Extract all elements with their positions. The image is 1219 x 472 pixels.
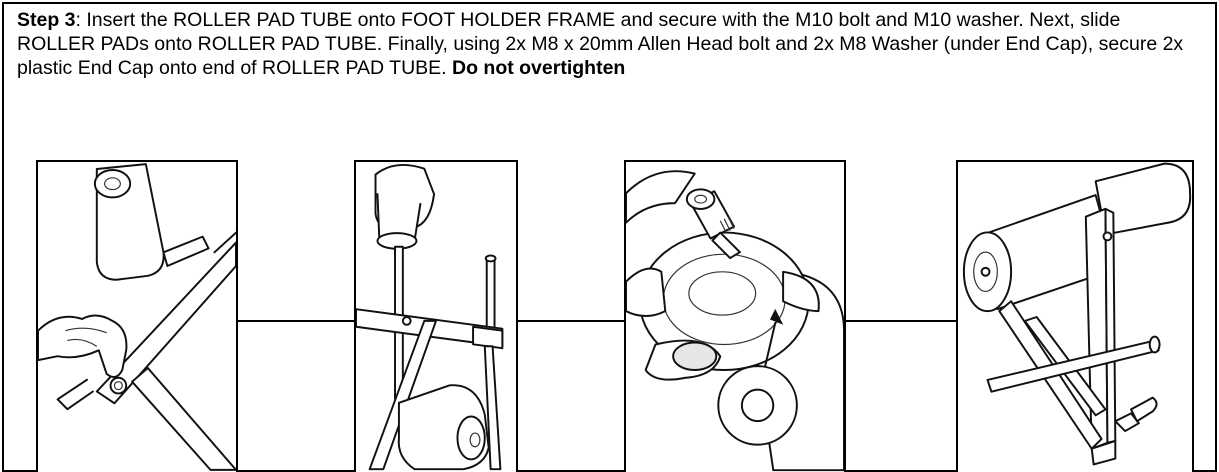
step-instruction: Step 3: Insert the ROLLER PAD TUBE onto …: [17, 8, 1197, 80]
warning-text: Do not overtighten: [452, 57, 626, 79]
connector-line-1: [236, 320, 356, 322]
slide-roller-pad-illustration: [356, 163, 504, 471]
assembled-roller-pad-illustration: [962, 162, 1192, 466]
illustration-panel-1: [36, 160, 238, 472]
connector-line-2: [516, 320, 626, 322]
step-text: : Insert the ROLLER PAD TUBE onto FOOT H…: [17, 9, 1184, 79]
connector-line-3: [844, 320, 958, 322]
insert-bolt-into-tube-illustration: [38, 163, 236, 471]
illustration-panel-4: [956, 160, 1194, 472]
illustration-panel-2: [354, 160, 518, 472]
illustration-panel-3: [624, 160, 846, 472]
step-label: Step 3: [17, 9, 76, 31]
end-cap-bolt-washer-illustration: [626, 170, 844, 472]
